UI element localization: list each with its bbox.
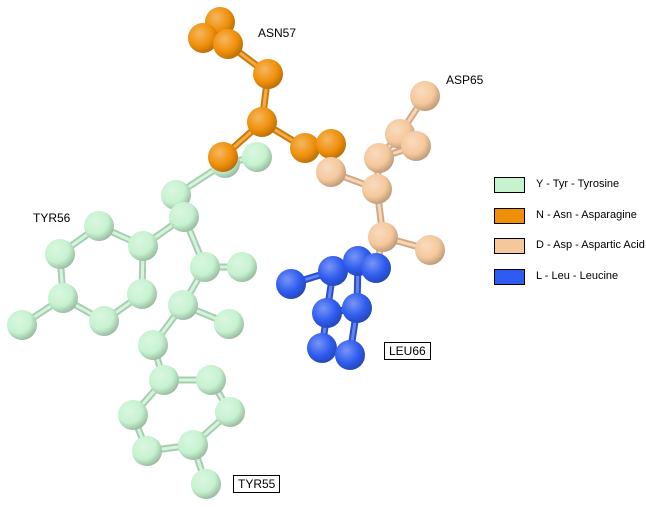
atom-tyr — [127, 279, 157, 309]
atom-tyr — [227, 252, 257, 282]
legend-swatch-asp — [494, 238, 525, 254]
atom-tyr — [7, 310, 37, 340]
atoms-layer — [7, 7, 445, 499]
atom-tyr — [84, 211, 114, 241]
atom-tyr — [45, 239, 75, 269]
residue-label-tyr55: TYR55 — [233, 475, 281, 493]
residue-label-asp65: ASP65 — [446, 73, 484, 87]
atom-asn — [247, 107, 277, 137]
legend-swatch-asn — [494, 208, 525, 224]
atom-tyr — [215, 397, 245, 427]
atom-leu — [342, 293, 372, 323]
legend-swatch-leu — [494, 269, 525, 285]
atom-leu — [312, 298, 342, 328]
atom-tyr — [190, 252, 220, 282]
atom-asn — [213, 29, 243, 59]
atom-tyr — [132, 436, 162, 466]
atom-tyr — [138, 330, 168, 360]
atom-asp — [401, 131, 431, 161]
atom-tyr — [149, 365, 179, 395]
atom-asp — [364, 143, 394, 173]
legend-swatch-tyr — [494, 177, 525, 193]
atom-asn — [188, 23, 218, 53]
atom-asp — [316, 157, 346, 187]
atom-tyr — [242, 142, 272, 172]
atom-tyr — [178, 430, 208, 460]
atom-leu — [335, 340, 365, 370]
atom-tyr — [89, 306, 119, 336]
legend-label-asp: D - Asp - Aspartic Acid — [536, 239, 645, 251]
atom-asn — [290, 133, 320, 163]
atom-leu — [361, 253, 391, 283]
legend-label-leu: L - Leu - Leucine — [536, 270, 619, 282]
atom-tyr — [214, 309, 244, 339]
atom-asp — [362, 174, 392, 204]
atom-tyr — [168, 290, 198, 320]
atom-tyr — [196, 365, 226, 395]
atom-leu — [276, 269, 306, 299]
atom-leu — [307, 333, 337, 363]
atom-tyr — [118, 400, 148, 430]
atom-tyr — [191, 469, 221, 499]
atom-asn — [253, 59, 283, 89]
atom-asp — [368, 222, 398, 252]
atom-tyr — [169, 202, 199, 232]
atom-asp — [415, 235, 445, 265]
residue-label-tyr56: TYR56 — [33, 211, 71, 225]
atom-tyr — [128, 231, 158, 261]
residue-label-asn57: ASN57 — [258, 26, 297, 40]
atom-asp — [410, 81, 440, 111]
legend-label-tyr: Y - Tyr - Tyrosine — [536, 178, 620, 190]
atom-asn — [208, 142, 238, 172]
residue-label-leu66: LEU66 — [384, 342, 431, 360]
legend-label-asn: N - Asn - Asparagine — [536, 209, 637, 221]
atom-leu — [318, 256, 348, 286]
atom-asn — [316, 129, 346, 159]
atom-tyr — [48, 283, 78, 313]
